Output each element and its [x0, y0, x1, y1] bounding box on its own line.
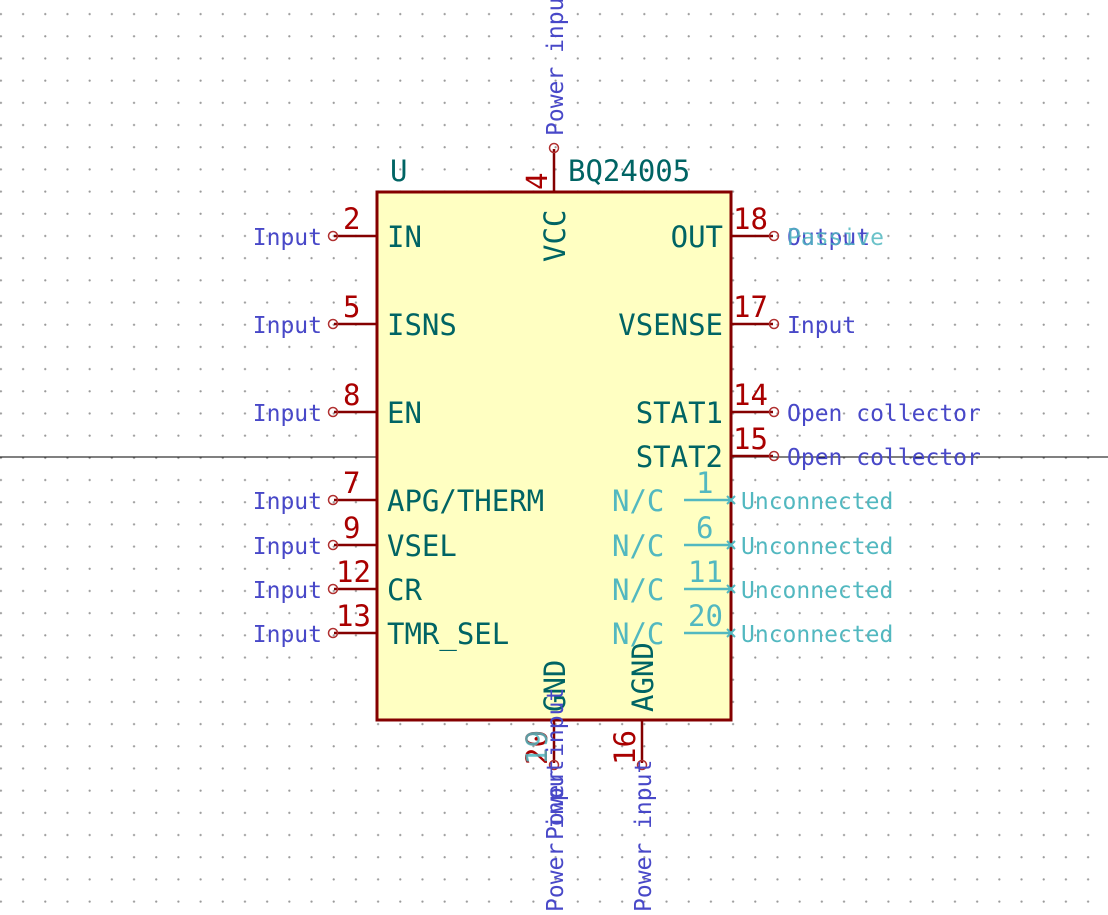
- pin-number: 15: [733, 422, 768, 456]
- pin-endpoint-icon: [636, 759, 648, 771]
- pin-number: 1: [696, 466, 713, 500]
- pin-17[interactable]: 17 VSENSE Input: [618, 290, 856, 342]
- pin-name: N/C: [612, 529, 664, 563]
- pin-name: APG/THERM: [387, 484, 544, 518]
- pin-7[interactable]: 7 APG/THERM Input: [253, 466, 544, 518]
- pin-endpoint-icon: [768, 406, 780, 418]
- pin-endpoint-icon: [327, 627, 339, 639]
- no-connect-icon: [726, 628, 736, 638]
- pin-number: 12: [336, 555, 371, 589]
- pin-type: Input: [253, 225, 322, 251]
- pin-number: 9: [343, 511, 360, 545]
- pin-number: 20: [688, 599, 723, 633]
- pin-nc-1[interactable]: N/C 1 Unconnected: [612, 466, 893, 518]
- pin-endpoint-icon: [768, 230, 780, 242]
- pin-nc-20[interactable]: N/C 20 Unconnected: [612, 599, 893, 651]
- pin-endpoint-icon: [327, 230, 339, 242]
- pin-endpoint-icon: [768, 450, 780, 462]
- pin-name: CR: [387, 573, 422, 607]
- pin-endpoint-icon: [327, 494, 339, 506]
- no-connect-icon: [726, 540, 736, 550]
- pin-type: Input: [253, 534, 322, 560]
- pin-number: 11: [688, 555, 723, 589]
- pin-number: 18: [733, 202, 768, 236]
- pin-type: Input: [253, 313, 322, 339]
- pin-type: Power input: [631, 760, 657, 912]
- pin-type: Unconnected: [741, 534, 893, 560]
- pin-type: Output: [787, 225, 870, 251]
- pin-type: Open collector: [787, 445, 981, 471]
- pin-name: OUT: [671, 220, 723, 254]
- pin-endpoint-icon: [327, 318, 339, 330]
- pin-name: N/C: [612, 484, 664, 518]
- pin-type: Unconnected: [741, 578, 893, 604]
- pin-number: 20: [520, 730, 554, 765]
- pin-8[interactable]: 8 EN Input: [253, 378, 422, 430]
- pin-name: ISNS: [387, 308, 457, 342]
- pin-5[interactable]: 5 ISNS Input: [253, 290, 457, 342]
- pin-9[interactable]: 9 VSEL Input: [253, 511, 457, 563]
- pin-endpoint-icon: [327, 583, 339, 595]
- pin-number: 4: [520, 173, 554, 190]
- pin-16[interactable]: 16 AGND Power input: [608, 642, 660, 912]
- pin-number: 14: [733, 378, 768, 412]
- pin-number: 13: [336, 599, 371, 633]
- pin-name: VSEL: [387, 529, 457, 563]
- pin-type: Open collector: [787, 401, 981, 427]
- pin-type: Input: [253, 622, 322, 648]
- pin-name: N/C: [612, 573, 664, 607]
- pin-14[interactable]: 14 STAT1 Open collector: [636, 378, 981, 430]
- pin-name: STAT2: [636, 440, 723, 474]
- pin-name: EN: [387, 396, 422, 430]
- pin-type-overlap: Passive: [787, 225, 884, 251]
- pin-name: N/C: [612, 617, 664, 651]
- pin-endpoint-icon: [548, 759, 560, 771]
- no-connect-icon: [726, 584, 736, 594]
- pin-name: VSENSE: [618, 308, 723, 342]
- pin-type-overlap: Power input: [543, 688, 569, 840]
- pin-name: AGND: [626, 642, 660, 712]
- pin-name: VCC: [538, 210, 572, 262]
- pin-type: Power input: [543, 0, 569, 136]
- pin-4[interactable]: 4 VCC Power input: [520, 0, 572, 262]
- pin-13[interactable]: 13 TMR_SEL Input: [253, 599, 509, 652]
- pin-nc-11[interactable]: N/C 11 Unconnected: [612, 555, 893, 607]
- pin-nc-6[interactable]: N/C 6 Unconnected: [612, 511, 893, 563]
- pin-name: IN: [387, 220, 422, 254]
- pin-15[interactable]: 15 STAT2 Open collector: [636, 422, 981, 474]
- pin-type: Input: [253, 578, 322, 604]
- pin-number: 17: [733, 290, 768, 324]
- pin-name: GND: [538, 660, 572, 712]
- component-reference[interactable]: U: [390, 154, 407, 188]
- pin-number: 16: [608, 730, 642, 765]
- pin-type: Input: [253, 489, 322, 515]
- component-value[interactable]: BQ24005: [568, 154, 690, 188]
- pin-endpoint-icon: [327, 406, 339, 418]
- no-connect-icon: [726, 495, 736, 505]
- pin-type: Input: [253, 401, 322, 427]
- pin-name: TMR_SEL: [387, 617, 509, 652]
- pin-number: 6: [696, 511, 713, 545]
- pin-number: 5: [343, 290, 360, 324]
- pin-type: Input: [787, 313, 856, 339]
- pin-number: 2: [343, 202, 360, 236]
- pin-12[interactable]: 12 CR Input: [253, 555, 423, 607]
- pin-number: 8: [343, 378, 360, 412]
- pin-endpoint-icon: [327, 539, 339, 551]
- pin-type: Unconnected: [741, 489, 893, 515]
- pin-endpoint-icon: [548, 142, 560, 154]
- pin-number: 7: [343, 466, 360, 500]
- pin-number-overlap: 19: [520, 730, 554, 765]
- pin-type: Unconnected: [741, 622, 893, 648]
- pin-18[interactable]: 18 OUT Output Passive: [671, 202, 884, 254]
- pin-endpoint-icon: [768, 318, 780, 330]
- pin-20-gnd[interactable]: 20 19 GND Power input Power input: [520, 660, 572, 912]
- pin-type: Power input: [543, 760, 569, 912]
- pin-2[interactable]: 2 IN Input: [253, 202, 422, 254]
- pin-name: STAT1: [636, 396, 723, 430]
